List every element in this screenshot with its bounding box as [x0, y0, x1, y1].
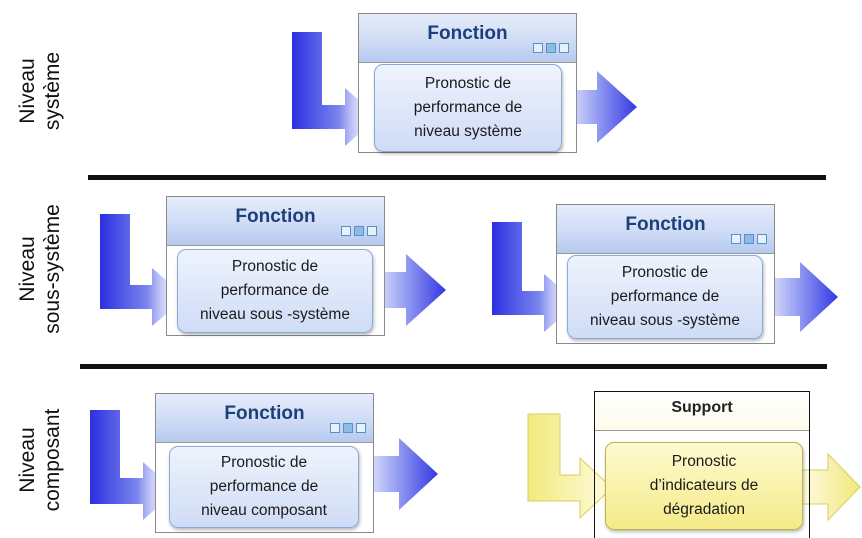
- divider-line-1: [88, 175, 826, 180]
- prognostic-line: Pronostic: [671, 453, 737, 470]
- level-label-line1: Niveau: [16, 58, 39, 124]
- support-box: Support Pronostic d’indicateurs de dégra…: [594, 391, 810, 538]
- function-header: Fonction: [167, 197, 384, 246]
- prognostic-box-support: Pronostic d’indicateurs de dégradation: [605, 442, 803, 530]
- function-header: Fonction: [359, 14, 576, 63]
- level-label-line2: système: [41, 51, 64, 131]
- level-label-line2: sous-système: [41, 204, 64, 334]
- divider-line-2: [80, 364, 827, 369]
- prognostic-box-sous-systeme-1: Pronostic de performance de niveau sous …: [177, 249, 373, 333]
- function-block-icon: [330, 423, 366, 435]
- prognostic-line: performance de: [413, 99, 523, 116]
- support-title: Support: [671, 399, 733, 416]
- level-label-line2: composant: [41, 408, 64, 512]
- prognostic-box-sous-systeme-2: Pronostic de performance de niveau sous …: [567, 255, 763, 339]
- output-arrow-sous-systeme-2: [763, 262, 838, 332]
- prognostic-line: niveau système: [414, 123, 522, 140]
- level-label-line1: Niveau: [16, 427, 39, 493]
- function-header: Fonction: [557, 205, 774, 254]
- level-label-composant: Niveau composant: [15, 390, 65, 530]
- function-box-composant: Fonction Pronostic de performance de niv…: [155, 393, 374, 533]
- input-arrow-support: [527, 413, 613, 520]
- function-block-icon: [533, 43, 569, 55]
- function-box-sous-systeme-1: Fonction Pronostic de performance de niv…: [166, 196, 385, 336]
- prognostic-line: niveau sous -système: [590, 312, 740, 329]
- function-box-systeme: Fonction Pronostic de performance de niv…: [358, 13, 577, 153]
- prognostic-box-systeme: Pronostic de performance de niveau systè…: [374, 64, 562, 152]
- prognostic-line: performance de: [220, 282, 330, 299]
- prognostic-line: Pronostic de: [220, 454, 308, 471]
- level-label-systeme: Niveau système: [15, 21, 65, 161]
- prognostic-box-composant: Pronostic de performance de niveau compo…: [169, 446, 359, 528]
- prognostic-line: performance de: [610, 288, 720, 305]
- prognostic-line: niveau sous -système: [200, 306, 350, 323]
- output-arrow-support: [799, 452, 861, 522]
- input-arrow-systeme: [292, 32, 378, 146]
- output-arrow-sous-systeme-1: [370, 254, 446, 326]
- function-title: Fonction: [224, 403, 305, 424]
- output-arrow-systeme: [562, 71, 637, 143]
- level-label-sous-systeme: Niveau sous-système: [15, 199, 65, 339]
- output-arrow-composant: [362, 438, 438, 510]
- input-arrow-sous-systeme-1: [100, 214, 186, 326]
- prognostic-line: niveau composant: [201, 502, 327, 519]
- prognostic-line: performance de: [209, 478, 319, 495]
- prognostic-line: Pronostic de: [231, 258, 319, 275]
- level-label-line1: Niveau: [16, 236, 39, 302]
- function-title: Fonction: [235, 206, 316, 227]
- function-title: Fonction: [427, 23, 508, 44]
- prognostic-line: dégradation: [663, 501, 745, 518]
- prognostic-line: d’indicateurs de: [649, 477, 759, 494]
- function-header: Fonction: [156, 394, 373, 443]
- function-box-sous-systeme-2: Fonction Pronostic de performance de niv…: [556, 204, 775, 344]
- function-title: Fonction: [625, 214, 706, 235]
- prognostic-line: Pronostic de: [621, 264, 709, 281]
- input-arrow-composant: [90, 410, 176, 520]
- prognostic-line: Pronostic de: [424, 75, 512, 92]
- function-block-icon: [341, 226, 377, 238]
- function-block-icon: [731, 234, 767, 246]
- support-header: Support: [595, 392, 809, 431]
